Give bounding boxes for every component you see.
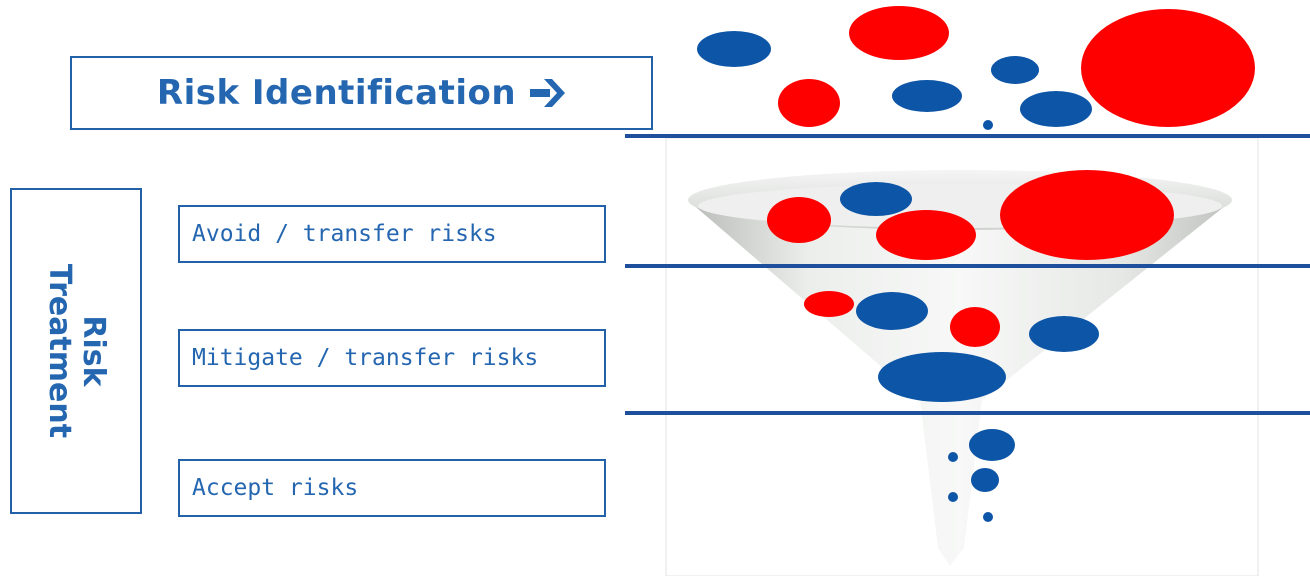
risk-bubble-red: [804, 291, 854, 317]
mitigated-risks: [804, 291, 1099, 402]
risk-bubble-blue: [1020, 91, 1092, 127]
risk-bubble-red: [876, 210, 976, 260]
risk-bubble-blue: [983, 120, 993, 130]
avoid-transfer-risks-box: Avoid / transfer risks: [178, 205, 606, 263]
risk-bubble-blue: [991, 56, 1039, 84]
risk-bubble-red: [1081, 9, 1255, 127]
risk-bubble-blue: [697, 31, 771, 67]
risk-funnel-diagram: [625, 6, 1310, 576]
avoided-risks: [767, 170, 1174, 260]
right-arrow-icon: [530, 79, 566, 107]
risk-identification-box: Risk Identification: [70, 56, 653, 130]
risk-bubble-blue: [969, 429, 1015, 461]
risk-bubble-blue: [948, 492, 958, 502]
risk-bubble-blue: [856, 292, 928, 330]
risk-bubble-red: [849, 6, 949, 60]
risk-bubble-blue: [1029, 316, 1099, 352]
risk-bubble-blue: [892, 80, 962, 112]
risk-bubble-blue: [971, 468, 999, 492]
risk-bubble-red: [767, 197, 831, 243]
risk-bubble-red: [778, 79, 840, 127]
risk-identification-label: Risk Identification: [156, 73, 517, 113]
risk-bubble-blue: [878, 352, 1006, 402]
risk-bubble-blue: [983, 512, 993, 522]
accept-risks-box: Accept risks: [178, 459, 606, 517]
risk-bubble-blue: [840, 182, 912, 216]
risk-bubble-red: [1000, 170, 1174, 260]
mitigate-transfer-risks-box: Mitigate / transfer risks: [178, 329, 606, 387]
risk-treatment-label: Risk Treatment: [42, 263, 111, 439]
identified-risks: [697, 6, 1255, 130]
risk-treatment-box: Risk Treatment: [10, 188, 142, 514]
accepted-risks: [948, 429, 1015, 522]
risk-bubble-blue: [948, 452, 958, 462]
risk-bubble-red: [950, 307, 1000, 347]
